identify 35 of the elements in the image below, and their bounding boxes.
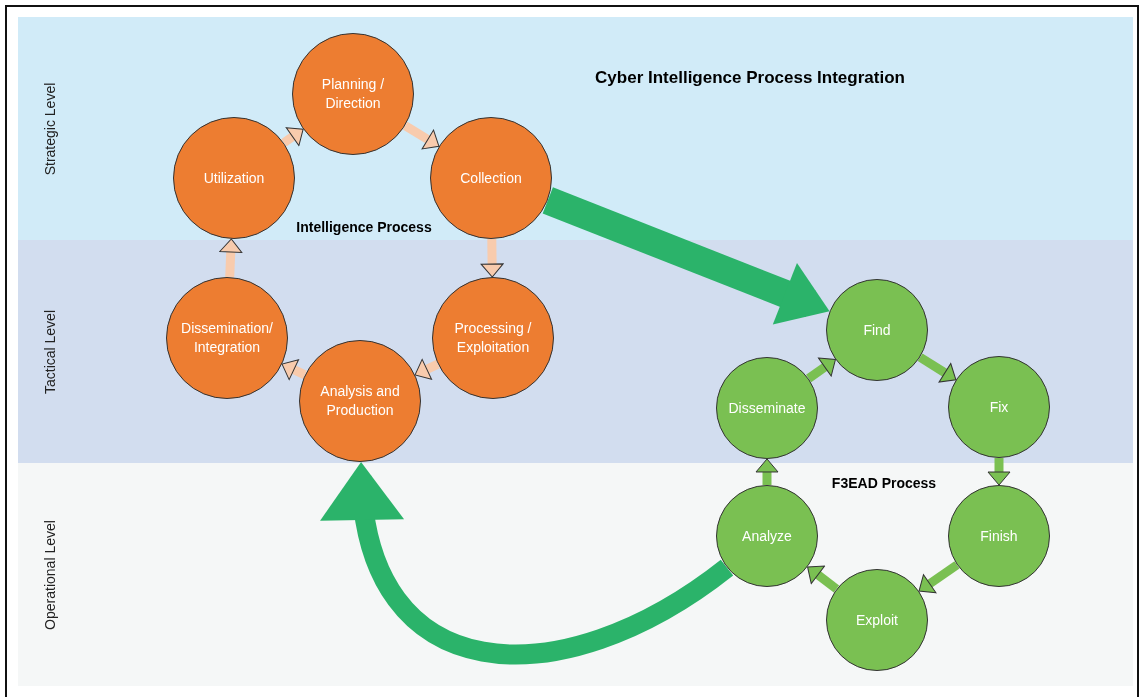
step-label: Collection bbox=[460, 168, 522, 188]
step-label: Disseminate bbox=[728, 398, 806, 418]
arrow bbox=[987, 458, 1011, 486]
arrow bbox=[806, 357, 836, 383]
arrow bbox=[918, 561, 960, 594]
arrow bbox=[755, 458, 779, 485]
arrow bbox=[542, 187, 830, 325]
arrow bbox=[480, 238, 504, 278]
arrow bbox=[414, 358, 440, 380]
step-label: Analyze bbox=[742, 526, 792, 546]
step-label: Processing / Exploitation bbox=[453, 319, 533, 357]
level-band bbox=[18, 240, 1133, 463]
arrow bbox=[323, 462, 733, 665]
level-label: Operational Level bbox=[42, 519, 58, 630]
step-label: Fix bbox=[989, 397, 1009, 417]
step-label: Utilization bbox=[203, 168, 265, 188]
step-label: Planning / Direction bbox=[320, 75, 386, 113]
step-label: Analysis and Production bbox=[319, 382, 401, 420]
step-label: Finish bbox=[980, 526, 1018, 546]
arrow bbox=[807, 565, 840, 593]
level-label: Strategic Level bbox=[42, 82, 58, 175]
process-label: Intelligence Process bbox=[296, 219, 432, 235]
level-band bbox=[18, 463, 1133, 686]
diagram-title: Cyber Intelligence Process Integration bbox=[594, 68, 906, 88]
arrow bbox=[917, 353, 957, 383]
arrow bbox=[219, 238, 243, 278]
arrow bbox=[402, 121, 440, 150]
arrow bbox=[281, 127, 304, 147]
step-label: Find bbox=[863, 320, 891, 340]
arrow bbox=[281, 359, 307, 381]
step-label: Dissemination/ Integration bbox=[180, 319, 274, 357]
level-label: Tactical Level bbox=[42, 309, 58, 394]
step-label: Exploit bbox=[856, 610, 898, 630]
process-label: F3EAD Process bbox=[831, 475, 937, 491]
level-band bbox=[18, 17, 1133, 240]
